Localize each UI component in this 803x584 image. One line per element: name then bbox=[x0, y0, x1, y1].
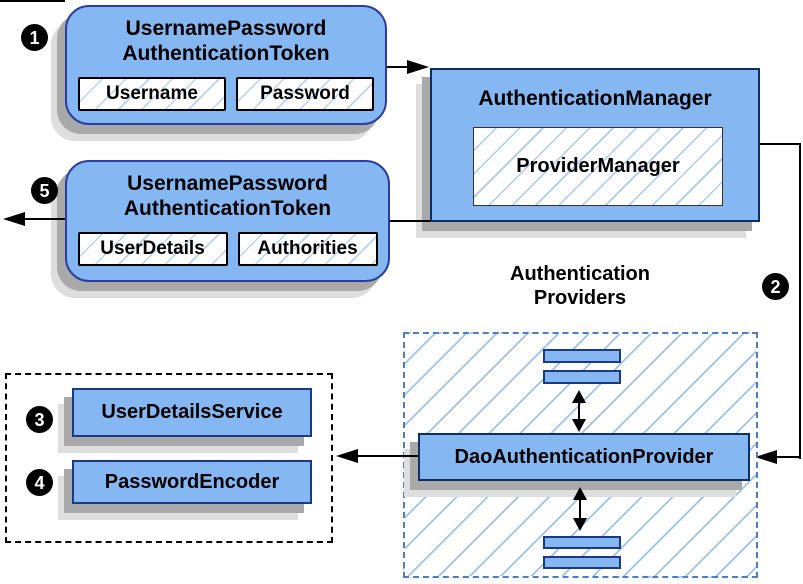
authorities-field: Authorities bbox=[237, 232, 378, 266]
step-5-badge: 5 bbox=[31, 177, 58, 204]
request-token-fields: Username Password bbox=[67, 77, 385, 111]
provider-stack-top-bar-1 bbox=[543, 349, 621, 363]
response-out-arrowhead-icon bbox=[3, 212, 25, 226]
response-token-title-line1: UsernamePassword bbox=[127, 172, 328, 195]
response-token-fields: UserDetails Authorities bbox=[67, 232, 388, 266]
dao-authentication-provider-box: DaoAuthenticationProvider bbox=[418, 433, 750, 481]
manager-to-dao-line-vertical bbox=[799, 143, 801, 459]
dao-top-arrow-down-icon bbox=[572, 419, 586, 432]
authentication-manager-box: AuthenticationManager ProviderManager bbox=[430, 68, 760, 222]
provider-manager-box: ProviderManager bbox=[473, 127, 723, 206]
request-token-box: UsernamePassword AuthenticationToken Use… bbox=[65, 5, 387, 125]
step-2-badge: 2 bbox=[762, 273, 789, 300]
authentication-providers-heading: Authentication Providers bbox=[455, 262, 705, 310]
providers-heading-line2: Providers bbox=[533, 287, 627, 309]
provider-stack-bottom-bar-1 bbox=[543, 536, 621, 549]
token-to-manager-line bbox=[387, 66, 409, 68]
username-field: Username bbox=[78, 77, 226, 111]
dao-top-arrow-shaft bbox=[578, 400, 580, 422]
authentication-manager-title: AuthenticationManager bbox=[478, 87, 712, 110]
provider-stack-top-bar-2 bbox=[543, 370, 621, 384]
dao-bottom-arrow-shaft bbox=[579, 497, 581, 521]
response-token-box: UsernamePassword AuthenticationToken Use… bbox=[65, 160, 390, 282]
provider-stack-bottom-bar-2 bbox=[543, 556, 621, 569]
dao-bottom-arrow-up-icon bbox=[573, 487, 587, 500]
password-encoder-box: PasswordEncoder bbox=[72, 460, 312, 504]
providers-heading-line1: Authentication bbox=[510, 263, 650, 285]
dao-top-arrow-up-icon bbox=[572, 390, 586, 403]
manager-to-response-line bbox=[390, 220, 430, 222]
password-field: Password bbox=[236, 77, 374, 111]
manager-to-dao-arrowhead-icon bbox=[755, 450, 777, 464]
response-token-title: UsernamePassword AuthenticationToken bbox=[67, 162, 388, 221]
response-token-title-line2: AuthenticationToken bbox=[123, 197, 332, 220]
manager-to-dao-line-top bbox=[760, 143, 801, 145]
incoming-request-line bbox=[0, 0, 65, 2]
step-4-badge: 4 bbox=[26, 469, 53, 496]
dao-to-services-arrowhead-icon bbox=[336, 449, 358, 463]
dao-to-services-line bbox=[352, 455, 418, 457]
step-3-badge: 3 bbox=[26, 406, 53, 433]
response-out-line bbox=[23, 218, 65, 220]
request-token-title-line1: UsernamePassword bbox=[125, 17, 327, 40]
user-details-service-box: UserDetailsService bbox=[72, 388, 312, 437]
manager-to-dao-line-bottom bbox=[775, 456, 801, 458]
step-1-badge: 1 bbox=[21, 24, 48, 51]
dao-bottom-arrow-down-icon bbox=[573, 518, 587, 531]
token-to-manager-arrowhead-icon bbox=[407, 60, 429, 74]
userdetails-field: UserDetails bbox=[77, 232, 228, 266]
request-token-title-line2: AuthenticationToken bbox=[122, 42, 330, 65]
request-token-title: UsernamePassword AuthenticationToken bbox=[67, 7, 385, 66]
